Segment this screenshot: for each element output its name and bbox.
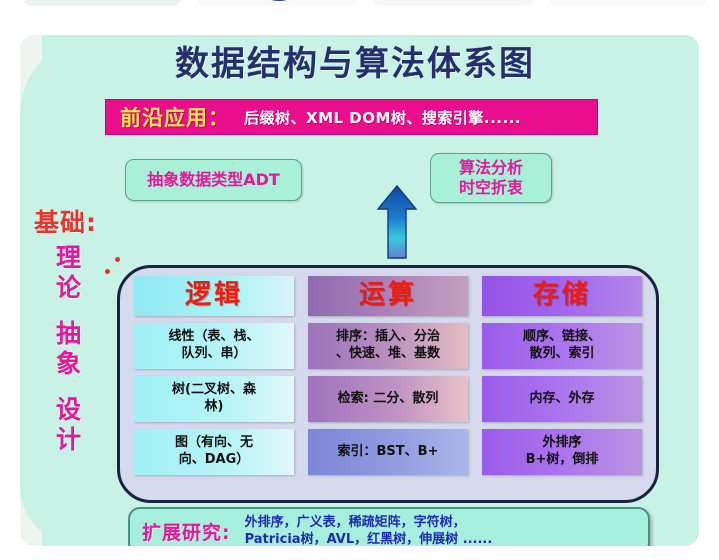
matrix-cell: 线性（表、栈、 队列、串）	[134, 323, 294, 369]
up-arrow-icon	[376, 184, 418, 260]
matrix-cell: 顺序、链接、 散列、索引	[482, 323, 642, 369]
extension-label: 扩展研究:	[142, 521, 231, 544]
matrix-cell-text: 外排序 B+树，倒排	[526, 435, 599, 469]
peek-card-2-thumbnail	[268, 0, 290, 1]
matrix-column-operation: 运算 排序：插入、分治 、快速、堆、基数 检索: 二分、散列 索引：BST、B+	[308, 276, 468, 494]
matrix-cell: 外排序 B+树，倒排	[482, 429, 642, 475]
callout-abstract-data-type-label: 抽象数据类型ADT	[147, 170, 280, 189]
callout-algorithm-analysis-label: 算法分析 时空折衷	[459, 158, 523, 198]
page-title: 数据结构与算法体系图	[175, 44, 535, 84]
column-header-operation: 运算	[308, 276, 468, 316]
callout-abstract-data-type: 抽象数据类型ADT	[125, 159, 302, 201]
banner-value: 后缀树、XML DOM树、搜索引擎......	[244, 108, 522, 127]
matrix-column-storage: 存储 顺序、链接、 散列、索引 内存、外存 外排序	[482, 276, 642, 494]
callout-line-2: 时空折衷	[458, 178, 523, 197]
cell-line: B+树，倒排	[525, 452, 599, 467]
matrix-cell: 索引：BST、B+	[308, 429, 468, 475]
matrix-cell: 树(二叉树、森 林)	[134, 376, 294, 422]
callout-algorithm-analysis: 算法分析 时空折衷	[430, 153, 552, 203]
peek-card-2[interactable]	[196, 0, 358, 6]
matrix-cell-text: 图（有向、无 向、DAG）	[175, 435, 253, 469]
column-header-storage: 存储	[482, 276, 642, 316]
left-axis-group-abstraction: 抽 象	[46, 319, 92, 379]
matrix-column-logic: 逻辑 线性（表、栈、 队列、串） 树(二叉树、森 林)	[134, 276, 294, 494]
left-axis-group-theory: 理 论	[46, 243, 92, 303]
peek-card-1[interactable]	[22, 0, 182, 6]
content-card[interactable]: 数据结构与算法体系图 前沿应用： 后缀树、XML DOM树、搜索引擎......…	[20, 35, 699, 546]
cell-line: 线性（表、栈、	[168, 329, 260, 345]
cell-line: 排序：插入、分治	[335, 329, 440, 345]
matrix-cell: 内存、外存	[482, 376, 642, 422]
cell-line: 顺序、链接、	[522, 329, 601, 345]
matrix-cell-text: 树(二叉树、森 林)	[172, 382, 256, 416]
decor-dot	[115, 257, 120, 262]
peek-card-row	[0, 0, 719, 6]
matrix-cell: 检索: 二分、散列	[308, 376, 468, 422]
cell-line: 林)	[204, 399, 224, 414]
left-axis-labels: 理 论 抽 象 设 计	[46, 243, 92, 471]
cell-line: 散列、索引	[529, 346, 595, 361]
cell-line: 树(二叉树、森	[172, 382, 256, 398]
cell-line: 队列、串）	[181, 346, 247, 361]
matrix-columns: 逻辑 线性（表、栈、 队列、串） 树(二叉树、森 林)	[120, 268, 656, 500]
cell-line: 、快速、堆、基数	[335, 346, 440, 361]
matrix-cell-text: 内存、外存	[529, 390, 595, 406]
cell-line: 图（有向、无	[174, 435, 253, 451]
peek-card-3[interactable]	[372, 0, 534, 6]
matrix-cell-text: 顺序、链接、 散列、索引	[523, 329, 601, 363]
left-axis-char: 论	[55, 273, 82, 302]
cell-line: 向、DAG）	[178, 452, 250, 467]
extension-text: 外排序，广义表，稀疏矩阵，字符树， Patricia树，AVL，红黑树，伸展树 …	[245, 514, 493, 546]
matrix-cell-text: 检索: 二分、散列	[337, 390, 439, 406]
left-axis-group-design: 设 计	[46, 395, 92, 455]
frontier-applications-banner: 前沿应用： 后缀树、XML DOM树、搜索引擎......	[105, 99, 598, 135]
extension-line: 外排序，广义表，稀疏矩阵，字符树，	[244, 515, 466, 530]
matrix-cell: 排序：插入、分治 、快速、堆、基数	[308, 323, 468, 369]
decor-dot	[105, 269, 110, 274]
peek-card-4[interactable]	[548, 0, 708, 6]
extension-line: Patricia树，AVL，红黑树，伸展树 ......	[244, 532, 493, 546]
basis-heading: 基础:	[34, 208, 97, 237]
extension-research-box: 扩展研究: 外排序，广义表，稀疏矩阵，字符树， Patricia树，AVL，红黑…	[128, 507, 650, 546]
left-axis-char: 象	[55, 349, 82, 378]
banner-label: 前沿应用：	[120, 106, 230, 130]
column-header-logic: 逻辑	[134, 276, 294, 316]
matrix-cell-text: 排序：插入、分治 、快速、堆、基数	[336, 329, 440, 363]
core-matrix: 逻辑 线性（表、栈、 队列、串） 树(二叉树、森 林)	[117, 265, 659, 503]
left-axis-char: 抽	[55, 319, 82, 348]
callout-line-1: 算法分析	[458, 158, 523, 177]
left-axis-char: 设	[55, 395, 82, 424]
left-axis-char: 理	[55, 243, 82, 272]
diagram-image: 数据结构与算法体系图 前沿应用： 后缀树、XML DOM树、搜索引擎......…	[20, 35, 699, 546]
left-axis-char: 计	[55, 425, 82, 454]
matrix-cell-text: 索引：BST、B+	[337, 443, 439, 459]
matrix-cell-text: 线性（表、栈、 队列、串）	[168, 329, 259, 363]
matrix-cell: 图（有向、无 向、DAG）	[134, 429, 294, 475]
cell-line: 外排序	[542, 435, 582, 451]
